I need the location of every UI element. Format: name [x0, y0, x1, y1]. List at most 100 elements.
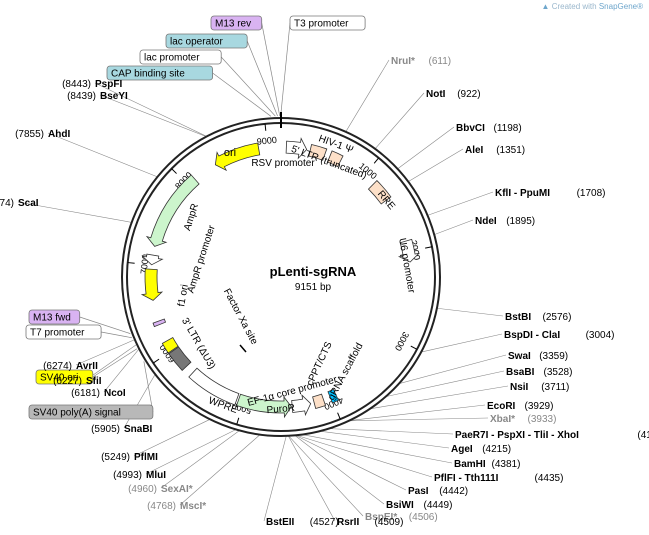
site-name[interactable]: NsiI	[510, 382, 529, 393]
site-name[interactable]: BstEII	[266, 517, 295, 528]
site-position: (5249)	[101, 452, 130, 463]
site-leader	[287, 435, 336, 522]
feature-hiv-1-[interactable]	[326, 150, 344, 168]
site-name[interactable]: BseYI	[100, 91, 128, 102]
site-name[interactable]: PaeR7I - PspXI - TliI - XhoI	[455, 430, 579, 441]
site-name[interactable]: SnaBI	[124, 424, 153, 435]
site-name[interactable]: AvrII	[76, 361, 98, 372]
site-leader	[294, 435, 385, 505]
site-name[interactable]: NruI*	[391, 56, 415, 67]
site-position: (922)	[457, 89, 480, 100]
site-name[interactable]: BsiWI	[386, 500, 414, 511]
boxed-label-leader	[101, 331, 132, 339]
boxed-label-frame	[35, 369, 94, 385]
feature-rsv-promoter[interactable]	[285, 137, 308, 160]
site-position: (1895)	[506, 216, 535, 227]
site-position: (3359)	[539, 351, 568, 362]
feature-m13-fwd[interactable]	[152, 318, 167, 328]
boxed-label-lac-operator: lac operator	[170, 37, 223, 48]
site-position: (3929)	[525, 401, 554, 412]
site-name[interactable]: MluI	[146, 470, 166, 481]
site-name[interactable]: BspEI*	[365, 512, 397, 523]
site-name[interactable]: PasI	[408, 486, 429, 497]
site-name[interactable]: RsrII	[337, 517, 359, 528]
site-leader	[427, 191, 494, 216]
feature-f1-ori[interactable]	[140, 268, 164, 301]
feature-rre[interactable]	[367, 180, 392, 205]
site-position: (611)	[429, 56, 452, 67]
site-leader	[288, 435, 364, 517]
site-name[interactable]: ScaI	[18, 198, 39, 209]
feature-ef-1-core-promoter[interactable]	[291, 394, 312, 417]
site-name[interactable]: PflFI - Tth111I	[434, 473, 499, 484]
tick-mark	[171, 168, 177, 174]
site-leader	[295, 435, 407, 491]
site-name[interactable]: SfiI	[86, 376, 102, 387]
site-leader	[369, 385, 509, 410]
site-position: (4527)	[310, 517, 339, 528]
site-name[interactable]: XbaI*	[490, 414, 515, 425]
site-name[interactable]: MscI*	[180, 501, 206, 512]
boxed-label-lac-promoter: lac promoter	[144, 53, 200, 64]
feature-puror[interactable]	[236, 393, 292, 419]
plasmid-size: 9151 bp	[295, 282, 332, 293]
site-leader	[348, 417, 489, 422]
feature-ampr[interactable]	[145, 174, 200, 247]
site-leader	[123, 374, 156, 429]
site-name[interactable]: BsaBI	[506, 367, 535, 378]
feature-cppt-cts[interactable]	[312, 393, 327, 409]
feature-sv40-poly-a-[interactable]	[161, 337, 179, 354]
site-name[interactable]: SexAI*	[161, 484, 193, 495]
site-leader	[302, 434, 453, 464]
tick-mark	[425, 246, 433, 249]
site-name[interactable]: NcoI	[104, 388, 126, 399]
site-name[interactable]: EcoRI	[487, 401, 516, 412]
site-leader	[421, 333, 503, 353]
site-position: (4506)	[409, 512, 438, 523]
feature-label-ori: ori	[224, 147, 236, 159]
site-leader	[385, 370, 505, 397]
feature-u6-promoter[interactable]	[397, 238, 421, 263]
site-name[interactable]: BstBI	[505, 312, 531, 323]
site-name[interactable]: AgeI	[451, 444, 473, 455]
feature-label-f1: f1 ori	[176, 284, 191, 308]
feature-ori[interactable]	[214, 142, 261, 172]
feature-wpre[interactable]	[188, 367, 240, 406]
site-leader	[434, 219, 474, 235]
boxed-label-m13-rev: M13 rev	[215, 19, 251, 30]
site-position: (6274)	[43, 361, 72, 372]
site-name[interactable]: SwaI	[508, 351, 531, 362]
site-name[interactable]: AleI	[465, 145, 484, 156]
feature-ampr-promoter[interactable]	[141, 253, 164, 266]
tick-mark	[410, 345, 418, 350]
site-leader	[85, 344, 138, 381]
site-name[interactable]: NotI	[426, 89, 446, 100]
site-name[interactable]: AhdI	[48, 129, 70, 140]
site-name[interactable]: NdeI	[475, 216, 497, 227]
feature-5-ltr-truncated-[interactable]	[308, 143, 328, 161]
feature-label-amprp: AmpR promoter	[185, 223, 217, 294]
site-position: (4960)	[128, 484, 157, 495]
feature-label-rsv: RSV promoter	[251, 158, 315, 169]
site-name[interactable]: PflMI	[134, 452, 158, 463]
site-name[interactable]: PspFI	[95, 79, 122, 90]
tick-label: 9000	[256, 135, 277, 147]
watermark-prefix: Created with	[551, 2, 597, 11]
site-name[interactable]: KflI - PpuMI	[495, 188, 550, 199]
site-leader-lines	[17, 22, 509, 522]
feature-grna-scaffold[interactable]	[327, 388, 340, 404]
site-position: (4215)	[482, 444, 511, 455]
feature-3-ltr-u3-[interactable]	[168, 346, 192, 372]
plasmid-name: pLenti-sgRNA	[270, 264, 357, 279]
factor-xa-site-mark	[239, 344, 247, 353]
tick-mark	[236, 417, 240, 425]
site-name[interactable]: BamHI	[454, 459, 486, 470]
boxed-label-frame	[28, 309, 81, 325]
site-leader	[374, 92, 425, 150]
site-position: (6227)	[53, 376, 82, 387]
tick-mark	[264, 123, 267, 131]
site-name[interactable]: BbvCI	[456, 123, 485, 134]
site-name[interactable]: BspDI - ClaI	[504, 330, 560, 341]
tick-label: 7000	[139, 254, 151, 275]
